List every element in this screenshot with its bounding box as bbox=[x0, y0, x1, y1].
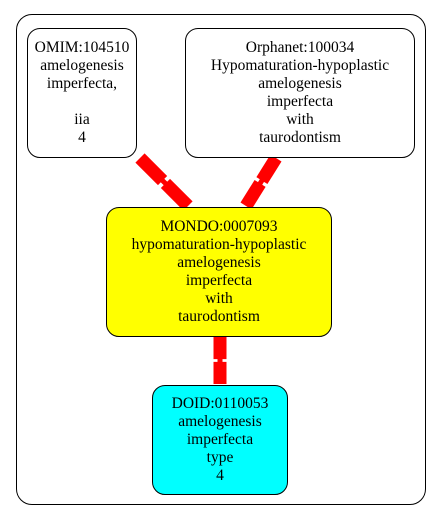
node-omim-104510[interactable]: OMIM:104510 amelogenesis imperfecta, iia… bbox=[27, 28, 137, 158]
node-omim-line-5: iia bbox=[74, 111, 90, 128]
node-orphanet-line-4: imperfecta bbox=[266, 93, 334, 110]
node-doid-line-2: amelogenesis bbox=[178, 413, 262, 430]
node-mondo-line-4: imperfecta bbox=[185, 272, 253, 289]
node-orphanet-100034[interactable]: Orphanet:100034 Hypomaturation-hypoplast… bbox=[185, 28, 415, 158]
node-doid-line-id: DOID:0110053 bbox=[171, 395, 269, 412]
node-mondo-line-3: amelogenesis bbox=[177, 254, 261, 271]
node-orphanet-line-2: Hypomaturation-hypoplastic bbox=[210, 57, 390, 74]
node-mondo-line-2: hypomaturation-hypoplastic bbox=[131, 236, 307, 253]
node-mondo-0007093[interactable]: MONDO:0007093 hypomaturation-hypoplastic… bbox=[106, 207, 332, 337]
node-orphanet-line-5: with bbox=[286, 111, 314, 128]
node-doid-line-3: imperfecta bbox=[186, 431, 254, 448]
node-doid-line-4: type bbox=[206, 449, 234, 466]
node-mondo-line-id: MONDO:0007093 bbox=[160, 218, 278, 235]
node-orphanet-line-6: taurodontism bbox=[259, 129, 341, 146]
node-omim-line-2: amelogenesis bbox=[40, 57, 124, 74]
node-doid-line-5: 4 bbox=[216, 467, 224, 484]
node-orphanet-line-id: Orphanet:100034 bbox=[245, 39, 355, 56]
node-omim-line-id: OMIM:104510 bbox=[34, 39, 130, 56]
node-doid-0110053[interactable]: DOID:0110053 amelogenesis imperfecta typ… bbox=[152, 385, 288, 495]
node-orphanet-line-3: amelogenesis bbox=[258, 75, 342, 92]
node-mondo-line-5: with bbox=[205, 290, 233, 307]
node-mondo-line-6: taurodontism bbox=[178, 308, 260, 325]
node-omim-line-6: 4 bbox=[78, 129, 86, 146]
node-omim-line-3: imperfecta, bbox=[46, 75, 118, 92]
